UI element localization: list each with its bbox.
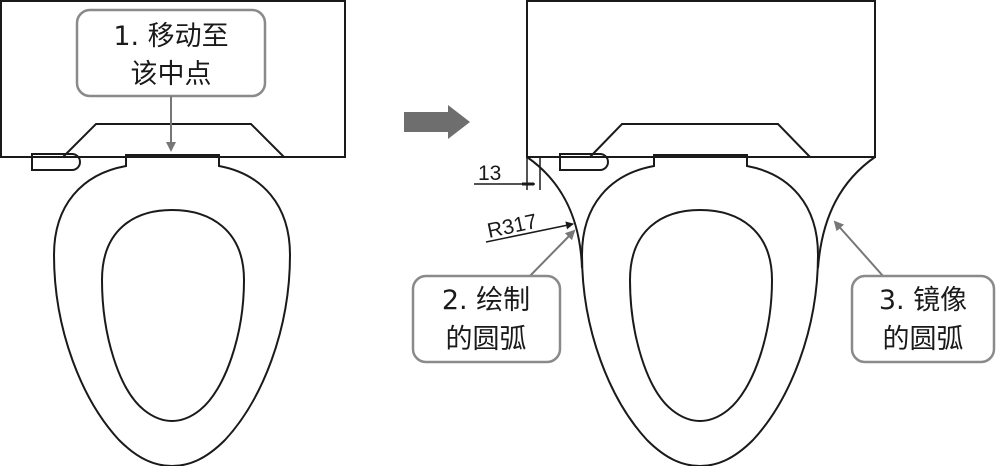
right-seat-inner xyxy=(628,208,774,423)
dimension-radius-leader xyxy=(485,221,574,243)
callout-step2-pointer xyxy=(523,229,576,283)
left-tank-base xyxy=(62,123,285,158)
right-tank xyxy=(526,0,876,158)
right-seat-outer xyxy=(580,154,820,468)
dimension-radius-label: R317 xyxy=(485,210,539,243)
left-tank xyxy=(0,0,346,158)
right-figure xyxy=(526,0,876,468)
callout-step3: 3. 镜像 的圆弧 xyxy=(850,274,996,364)
right-tank-base xyxy=(589,123,811,158)
dimension-offset xyxy=(474,158,541,190)
callout-step1-line2: 该中点 xyxy=(131,59,212,90)
right-arrow-icon xyxy=(404,105,470,139)
left-seat-outer xyxy=(52,154,292,468)
callout-step2: 2. 绘制 的圆弧 xyxy=(411,274,562,364)
callout-step2-line2: 的圆弧 xyxy=(446,324,527,355)
right-handle xyxy=(559,153,609,171)
left-seat-inner xyxy=(100,208,246,423)
mirrored-arc xyxy=(817,156,876,269)
callout-step3-pointer xyxy=(833,220,884,277)
callout-step3-line2: 的圆弧 xyxy=(883,324,964,355)
callout-step2-line1: 2. 绘制 xyxy=(442,285,530,316)
drawn-arc xyxy=(526,156,583,269)
left-handle xyxy=(31,153,81,171)
callout-step3-line1: 3. 镜像 xyxy=(879,285,967,316)
callout-step1: 1. 移动至 该中点 xyxy=(75,8,267,98)
dimension-offset-label: 13 xyxy=(478,162,501,185)
callout-step1-line1: 1. 移动至 xyxy=(113,21,228,52)
